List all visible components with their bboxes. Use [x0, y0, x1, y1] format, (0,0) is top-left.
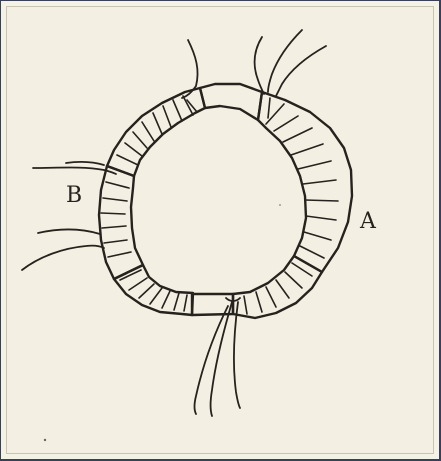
label-a: A — [359, 209, 377, 234]
paper-speck — [44, 439, 46, 441]
ring-connector-bottom — [192, 294, 233, 315]
ring-segment-upper-left — [107, 88, 205, 176]
ring-segment-left — [99, 166, 143, 279]
thread-strand-left-1b — [66, 162, 104, 165]
threads — [22, 30, 326, 416]
ring-connector-top — [200, 84, 262, 120]
thread-strand-left-1 — [33, 168, 116, 175]
thread-strand-top-1 — [255, 37, 264, 94]
thread-strand-left-3 — [22, 246, 104, 270]
paper-speck — [279, 204, 281, 206]
thread-strand-bottom-2 — [234, 302, 240, 408]
thread-strand-top-2 — [268, 30, 302, 92]
ring-hatching — [101, 96, 338, 314]
thread-strand-left-2 — [38, 229, 100, 234]
ring-segment-right — [258, 92, 352, 272]
ring-segment-lower-left — [114, 265, 193, 315]
label-b: B — [66, 183, 82, 208]
